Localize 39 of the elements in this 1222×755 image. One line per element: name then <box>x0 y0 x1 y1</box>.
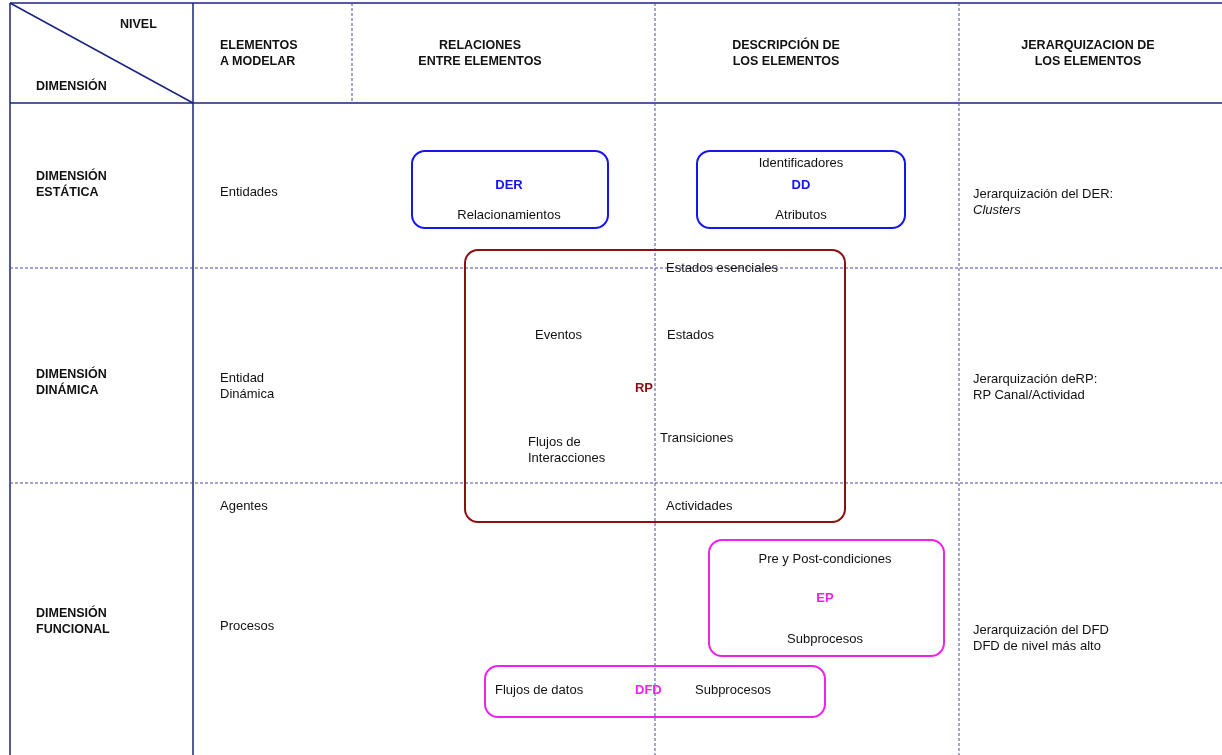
column-header: ELEMENTOS A MODELAR <box>220 37 298 69</box>
row-header: DIMENSIÓN DINÁMICA <box>36 366 107 398</box>
box-text: Flujos de datos <box>495 682 584 698</box>
cell-text: Agentes <box>220 498 268 514</box>
box-text: Actividades <box>666 498 733 514</box>
box-text: Atributos <box>775 207 827 223</box>
box-text: Subprocesos <box>695 682 771 698</box>
rounded-box <box>411 150 609 229</box>
column-header: DESCRIPCIÓN DE LOS ELEMENTOS <box>732 37 840 69</box>
box-heading: RP <box>634 380 654 396</box>
column-header: NIVEL <box>120 16 157 32</box>
box-text: Estados esenciales <box>666 260 778 276</box>
cell-text: Jerarquización del DER: Clusters <box>973 186 1114 218</box>
box-text: Flujos de Interacciones <box>528 434 606 466</box>
cell-text: Entidades <box>220 184 278 200</box>
row-header: DIMENSIÓN FUNCIONAL <box>36 605 110 637</box>
cell-text: Procesos <box>220 618 275 634</box>
rounded-box <box>708 539 945 657</box>
cell-text: Jerarquización deRP: RP Canal/Actividad <box>973 371 1098 403</box>
box-heading: DD <box>791 177 811 193</box>
box-text: Eventos <box>535 327 582 343</box>
cell-text: Entidad Dinámica <box>220 370 275 402</box>
box-heading: DER <box>495 177 523 193</box>
cell-text: Jerarquización del DFD DFD de nivel más alto <box>973 622 1109 654</box>
box-heading: DFD <box>635 682 662 698</box>
box-text: Subprocesos <box>787 631 863 647</box>
box-text: Pre y Post-condiciones <box>758 551 892 567</box>
column-header: RELACIONES ENTRE ELEMENTOS <box>418 37 542 69</box>
box-text: Estados <box>667 327 714 343</box>
box-text: Transiciones <box>660 430 734 446</box>
box-text: Identificadores <box>758 155 844 171</box>
rounded-box <box>696 150 906 229</box>
rounded-box <box>484 665 826 718</box>
row-header: DIMENSIÓN <box>36 78 107 94</box>
row-header: DIMENSIÓN ESTÁTICA <box>36 168 107 200</box>
column-header: JERARQUIZACION DE LOS ELEMENTOS <box>1021 37 1155 69</box>
rounded-box <box>464 249 846 523</box>
box-heading: EP <box>816 590 834 606</box>
box-text: Relacionamientos <box>457 207 561 223</box>
